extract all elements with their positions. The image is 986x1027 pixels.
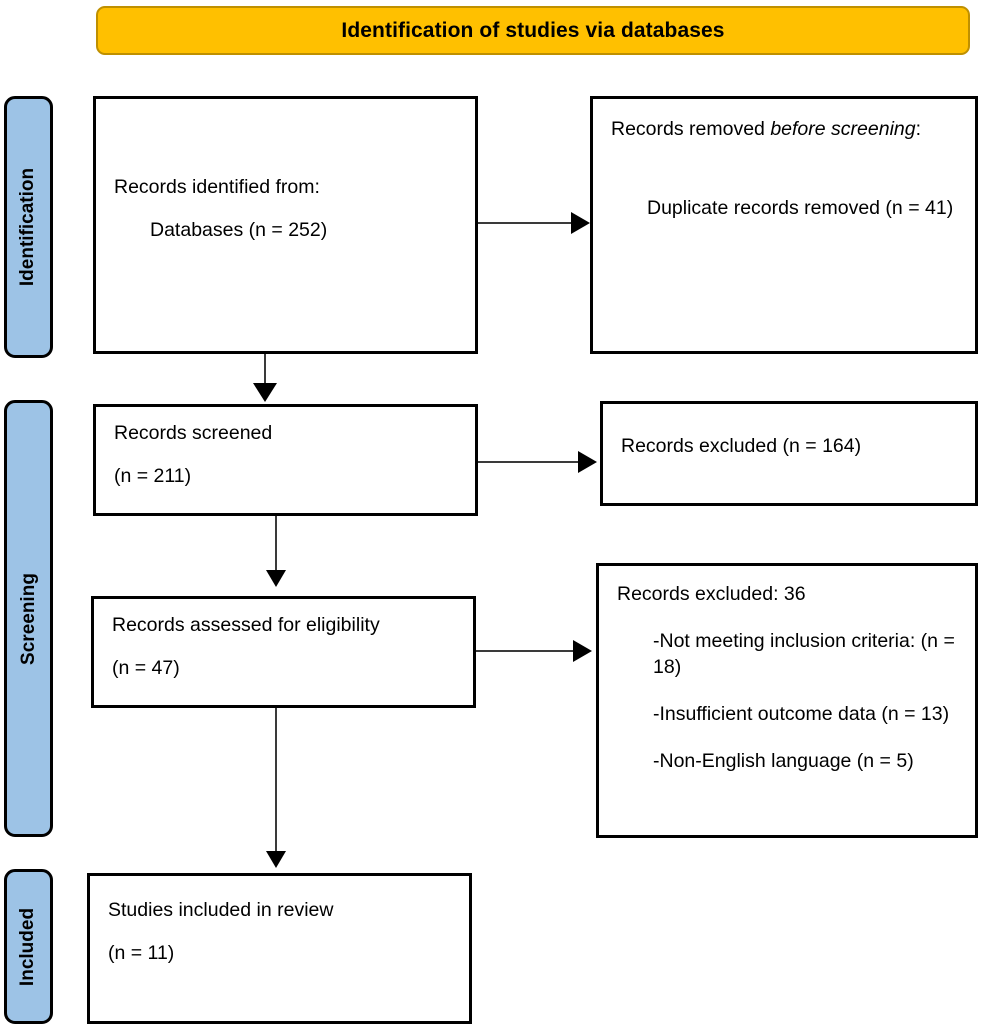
stage-label-included: Included xyxy=(4,869,53,1024)
records-removed-heading-pre: Records removed xyxy=(611,118,771,140)
records-removed-heading: Records removed before screening: xyxy=(611,117,957,142)
connector-line xyxy=(275,708,277,855)
records-screened-count: (n = 211) xyxy=(114,465,192,488)
duplicate-records-removed: Duplicate records removed (n = 41) xyxy=(647,197,954,220)
box-studies-included: Studies included in review (n = 11) xyxy=(87,873,472,1024)
records-screened-heading: Records screened xyxy=(114,422,273,444)
connector-line xyxy=(264,354,266,386)
stage-label-included-text: Included xyxy=(17,907,39,986)
arrow-down-icon xyxy=(253,383,277,402)
records-excluded-screening-text: Records excluded (n = 164) xyxy=(621,435,862,457)
arrow-right-icon xyxy=(571,212,590,234)
box-records-excluded-eligibility: Records excluded: 36 -Not meeting inclus… xyxy=(596,563,978,838)
records-assessed-heading: Records assessed for eligibility xyxy=(112,614,380,636)
records-identified-databases: Databases (n = 252) xyxy=(150,219,328,242)
diagram-header-banner: Identification of studies via databases xyxy=(96,6,970,55)
exclusion-reason-not-meeting-criteria: -Not meeting inclusion criteria: (n = 18… xyxy=(653,630,955,678)
box-records-removed-body: Records removed before screening: Duplic… xyxy=(611,113,957,222)
exclusion-reason-non-english-language: -Non-English language (n = 5) xyxy=(653,750,914,773)
stage-label-identification: Identification xyxy=(4,96,53,358)
records-removed-heading-emphasis: before screening xyxy=(770,118,916,140)
arrow-right-icon xyxy=(573,640,592,662)
box-studies-included-body: Studies included in review (n = 11) xyxy=(108,890,451,967)
arrow-right-icon xyxy=(578,451,597,473)
box-records-excluded-screening: Records excluded (n = 164) xyxy=(600,401,978,506)
records-removed-heading-post: : xyxy=(915,118,922,140)
exclusion-reason-insufficient-outcome-data: -Insufficient outcome data (n = 13) xyxy=(653,703,950,726)
records-assessed-count: (n = 47) xyxy=(112,657,180,680)
records-excluded-eligibility-heading: Records excluded: 36 xyxy=(617,583,806,605)
stage-label-screening: Screening xyxy=(4,400,53,837)
box-records-excluded-eligibility-body: Records excluded: 36 -Not meeting inclus… xyxy=(617,580,957,775)
arrow-down-icon xyxy=(266,851,286,868)
stage-label-screening-text: Screening xyxy=(17,572,39,665)
box-records-screened-body: Records screened (n = 211) xyxy=(114,421,457,490)
box-records-assessed-eligibility: Records assessed for eligibility (n = 47… xyxy=(91,596,476,708)
studies-included-count: (n = 11) xyxy=(108,942,175,965)
connector-line xyxy=(478,461,580,463)
box-records-identified-body: Records identified from: Databases (n = … xyxy=(114,113,457,244)
box-records-removed-before-screening: Records removed before screening: Duplic… xyxy=(590,96,978,354)
connector-line xyxy=(476,650,576,652)
studies-included-heading: Studies included in review xyxy=(108,899,334,921)
stage-label-identification-text: Identification xyxy=(17,167,39,287)
box-records-screened: Records screened (n = 211) xyxy=(93,404,478,516)
connector-line xyxy=(275,516,277,574)
box-records-identified: Records identified from: Databases (n = … xyxy=(93,96,478,354)
arrow-down-icon xyxy=(266,570,286,587)
connector-line xyxy=(478,222,573,224)
box-records-assessed-eligibility-body: Records assessed for eligibility (n = 47… xyxy=(112,613,455,682)
diagram-title: Identification of studies via databases xyxy=(341,18,725,42)
box-records-excluded-screening-body: Records excluded (n = 164) xyxy=(621,418,957,459)
records-identified-heading: Records identified from: xyxy=(114,176,320,198)
